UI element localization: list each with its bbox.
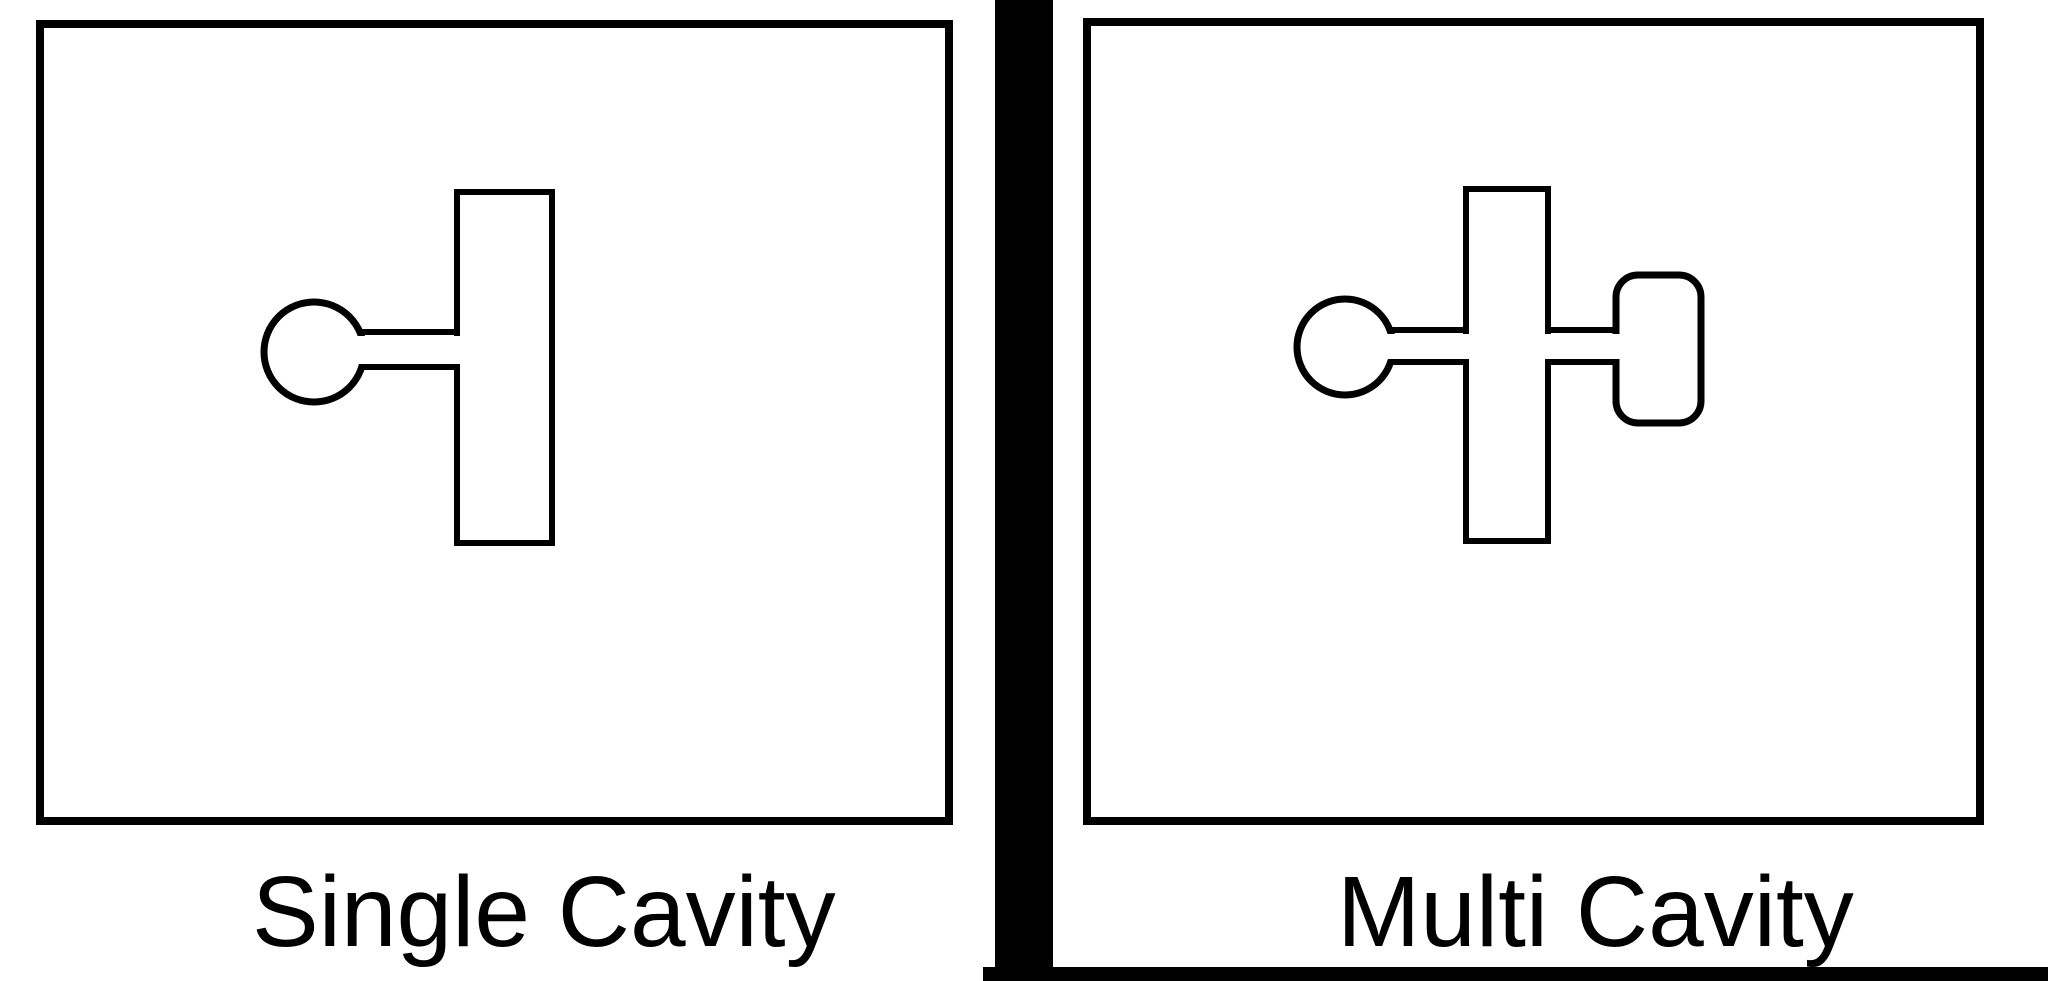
- caption-multi-cavity: Multi Cavity: [1337, 856, 1854, 968]
- caption-single-cavity: Single Cavity: [252, 856, 836, 968]
- bottom-bar: [983, 967, 2048, 981]
- panel-multi-cavity: [1083, 18, 1984, 825]
- vertical-divider: [995, 0, 1053, 981]
- panel-single-cavity: [36, 20, 953, 825]
